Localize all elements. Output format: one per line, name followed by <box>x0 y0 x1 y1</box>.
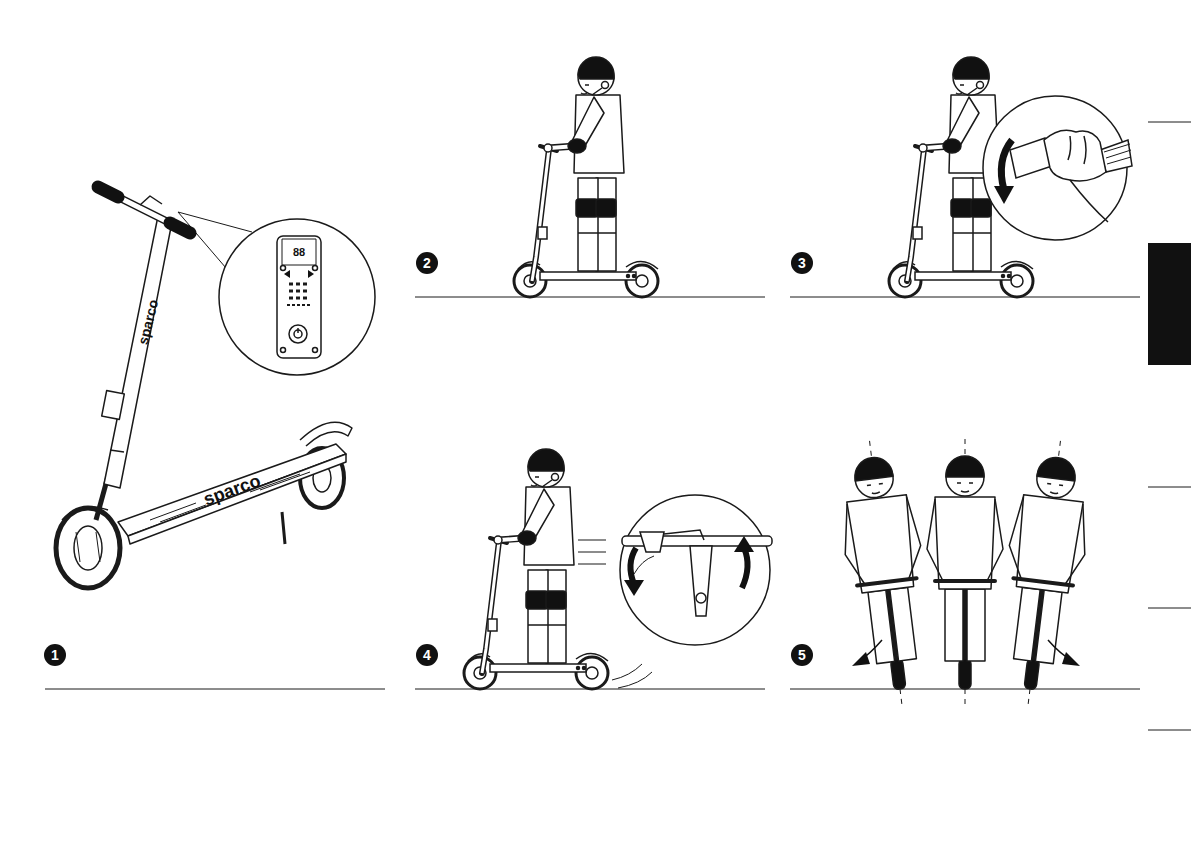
scooter-perspective-part <box>300 422 352 446</box>
scooter-perspective-part <box>281 266 286 271</box>
step-3-rider-part-part <box>1044 130 1106 181</box>
callout-number: 4 <box>416 644 438 666</box>
callout-text: 5 <box>798 648 806 662</box>
step-2-rider <box>514 57 658 297</box>
scooter-perspective-part <box>313 266 318 271</box>
scooter-perspective-part <box>128 454 346 544</box>
step-4-rider <box>464 449 772 689</box>
step-3-rider-part-part <box>983 96 1127 240</box>
scooter-perspective-part <box>98 187 118 197</box>
scooter-perspective-part <box>76 532 100 562</box>
scooter-perspective-part <box>277 236 321 358</box>
scooter-perspective-part <box>282 239 316 265</box>
callout-text: 3 <box>798 256 806 270</box>
scooter-perspective-part <box>104 216 172 488</box>
scooter-perspective-part <box>102 391 125 420</box>
scooter-perspective-part <box>284 270 314 278</box>
page-rules-part <box>415 297 765 298</box>
step-4-rider-part <box>578 540 606 564</box>
step-3-rider-part-part <box>994 186 1014 204</box>
callout-text: 1 <box>51 648 59 662</box>
step-3-rider-part <box>983 96 1132 240</box>
scooter-perspective-part <box>282 512 285 544</box>
step-5-lean-part <box>927 439 1003 707</box>
step-4-rider-part <box>612 664 652 688</box>
scooter-perspective-part <box>219 219 375 375</box>
step-4-rider-part-part <box>696 593 706 603</box>
scooter-perspective-part <box>140 196 162 205</box>
scooter-perspective-part <box>118 444 346 536</box>
step-5-lean-part <box>1062 652 1080 666</box>
scooter-perspective-part <box>289 284 307 298</box>
scooter-perspective-part <box>297 328 299 333</box>
step-4-rider-part-part <box>630 548 636 584</box>
step-4-rider-part-part <box>742 548 748 588</box>
scooter-perspective-part <box>56 508 120 588</box>
page-rules-part <box>1148 122 1191 123</box>
section-tab <box>1148 243 1191 365</box>
callout-text: 4 <box>423 648 431 662</box>
step-5-lean <box>832 436 1098 711</box>
callout-number: 3 <box>791 252 813 274</box>
step-4-rider-part-part <box>690 546 712 616</box>
scooter-perspective-part <box>150 472 310 522</box>
step-4-rider-part-part <box>734 536 754 552</box>
page-rules-part <box>790 297 1140 298</box>
step-4-rider-part <box>620 495 772 645</box>
callout-number: 1 <box>44 644 66 666</box>
page-rules-part <box>1148 487 1191 488</box>
callout-text: 2 <box>423 256 431 270</box>
page-rules-part <box>1148 730 1191 731</box>
scooter-perspective-part <box>313 348 318 353</box>
scooter-perspective-part <box>289 325 307 343</box>
display-digits: 88 <box>293 247 305 258</box>
step-4-rider-part-part <box>620 495 770 645</box>
step-4-rider-part-part <box>634 556 654 574</box>
step-4-rider-part-part <box>640 532 664 552</box>
callout-number: 2 <box>416 252 438 274</box>
scooter-perspective-part <box>281 348 286 353</box>
step-3-rider-part-part <box>1001 140 1012 190</box>
scooter-perspective <box>56 187 375 588</box>
step-3-rider-part-part <box>1070 180 1108 222</box>
step-3-rider-part-part <box>1068 136 1086 164</box>
scooter-perspective-part <box>287 304 311 306</box>
step-5-lean-part <box>832 436 940 711</box>
scooter-perspective-part <box>170 223 190 233</box>
step-3-rider <box>889 57 1132 297</box>
scooter-perspective-part <box>110 450 124 452</box>
scooter-perspective-part <box>74 526 102 570</box>
step-4-rider-part <box>494 449 574 663</box>
step-5-lean-part <box>990 436 1098 711</box>
callout-number: 5 <box>791 644 813 666</box>
step-2-rider-part <box>544 57 624 271</box>
step-4-rider-part-part <box>664 530 704 540</box>
step-5-lean-part <box>852 652 870 666</box>
page-rules-part <box>1148 608 1191 609</box>
step-4-rider-part-part <box>624 580 644 596</box>
page-rules-part <box>45 689 385 690</box>
step-3-rider-part-part <box>1104 144 1131 164</box>
